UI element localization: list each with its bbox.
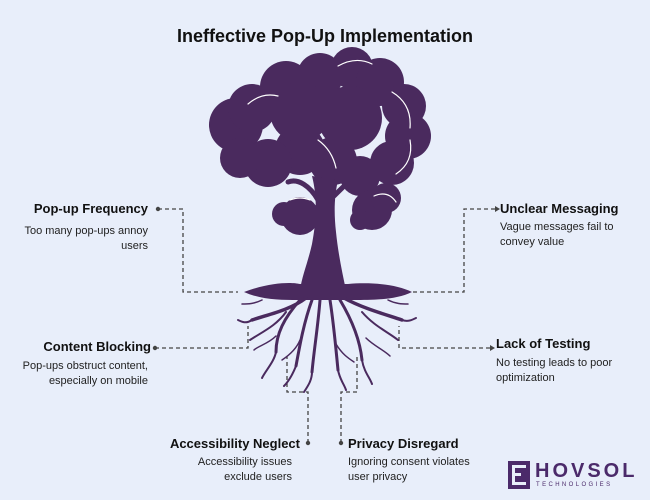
connector-dot [155,206,161,212]
connector-pop-up-frequency [158,208,238,293]
canopy-highlights [247,59,412,203]
logo-name: HOVSOL [535,460,638,482]
tree-illustration [209,47,431,393]
desc-content-blocking: Pop-ups obstruct content, especially on … [22,360,148,387]
desc-unclear-messaging: Vague messages fail to convey value [500,221,614,248]
connector-privacy-disregard [340,356,358,443]
connector-content-blocking [155,326,249,349]
connector-accessibility-neglect [286,356,309,443]
heading-unclear-messaging: Unclear Messaging [500,201,619,216]
logo-mark-icon [508,461,530,489]
desc-pop-up-frequency: Too many pop-ups annoy users [24,225,148,252]
heading-privacy-disregard: Privacy Disregard [348,436,459,451]
connector-dot [305,440,311,446]
heading-accessibility-neglect: Accessibility Neglect [169,436,300,451]
tree-roots [237,296,417,393]
heading-lack-of-testing: Lack of Testing [496,336,591,351]
connector-lines [155,208,495,443]
desc-privacy-disregard: Ignoring consent violates user privacy [348,456,470,483]
company-logo: HOVSOL TECHNOLOGIES [508,458,638,494]
tree-canopy [209,47,431,235]
desc-accessibility-neglect: Accessibility issues exclude users [197,456,292,483]
connector-unclear-messaging [410,208,495,293]
connector-dot [338,440,344,446]
tree-root-base [244,282,412,300]
connector-lack-of-testing [398,326,490,349]
tree-branches [285,157,369,203]
diagram-title: Ineffective Pop-Up Implementation [176,26,474,46]
tree-trunk [300,176,346,290]
heading-content-blocking: Content Blocking [43,339,151,354]
connector-arrow [490,345,495,351]
heading-pop-up-frequency: Pop-up Frequency [33,201,148,216]
logo-tagline: TECHNOLOGIES [536,482,613,488]
connector-dot [152,345,158,351]
connector-arrow [495,206,500,212]
desc-lack-of-testing: No testing leads to poor optimization [496,357,613,384]
